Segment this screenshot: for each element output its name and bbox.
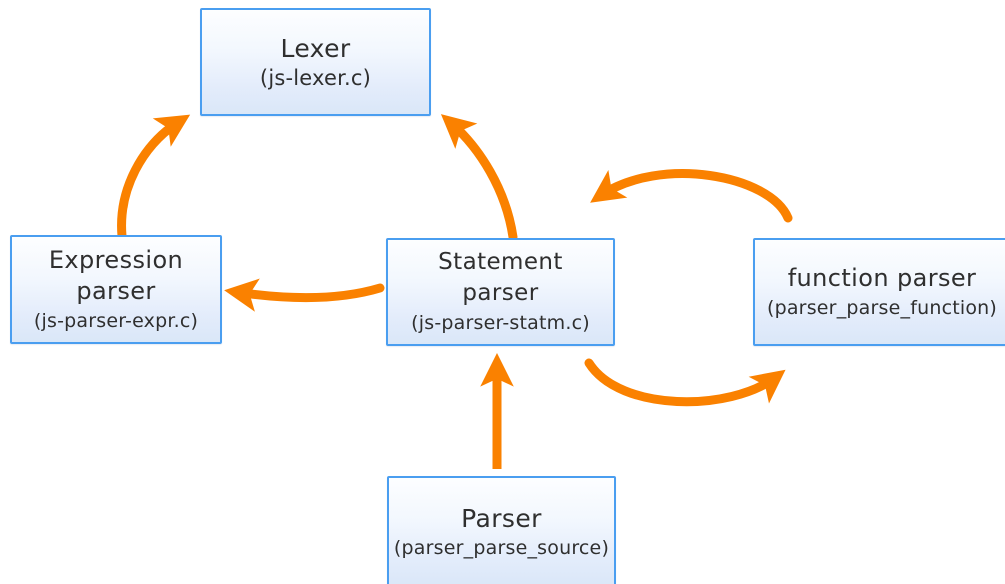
node-statement-parser[interactable]: Statement parser (js-parser-statm.c)	[386, 238, 615, 346]
node-function-parser-title: function parser	[787, 263, 977, 292]
node-function-parser-subtitle: (parser_parse_function)	[766, 296, 998, 319]
node-expression-parser[interactable]: Expression parser (js-parser-expr.c)	[10, 235, 222, 344]
node-statement-parser-subtitle: (js-parser-statm.c)	[411, 312, 590, 334]
node-parser[interactable]: Parser (parser_parse_source)	[387, 476, 616, 584]
node-function-parser[interactable]: function parser (parser_parse_function)	[753, 238, 1005, 346]
node-parser-title: Parser	[461, 503, 542, 533]
node-expression-parser-subtitle: (js-parser-expr.c)	[33, 309, 199, 332]
node-parser-subtitle: (parser_parse_source)	[393, 536, 610, 559]
arrow-statement-parser-to-function-parser	[584, 358, 786, 407]
arrow-statement-parser-to-lexer	[440, 114, 518, 242]
node-lexer-subtitle: (js-lexer.c)	[259, 65, 372, 90]
node-lexer-title: Lexer	[280, 33, 351, 63]
arrow-function-parser-to-statement-parser	[590, 169, 793, 223]
node-statement-parser-title: Statement parser	[438, 249, 563, 306]
arrow-expression-parser-to-lexer	[117, 114, 191, 241]
node-expression-parser-title: Expression parser	[48, 245, 184, 305]
arrow-statement-parser-to-expression-parser	[224, 278, 385, 312]
node-lexer[interactable]: Lexer (js-lexer.c)	[200, 8, 431, 116]
